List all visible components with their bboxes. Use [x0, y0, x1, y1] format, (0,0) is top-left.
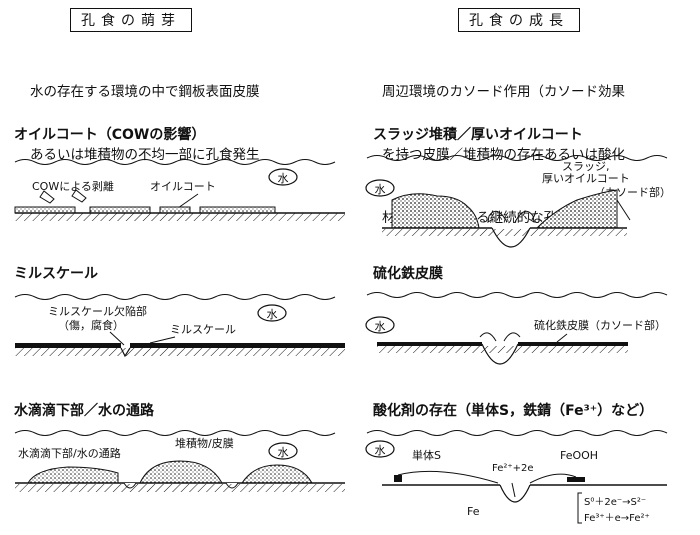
right-intro-line: 周辺環境のカソード作用（カソード効果 [382, 84, 625, 100]
oxidizer-diagram: 水 単体S FeOOH Fe²⁺+2e Fe S⁰＋2e⁻→S²⁻ Fe³⁺＋e… [365, 430, 668, 524]
mill-scale-defect-sub: （傷，腐食） [58, 318, 124, 332]
water-label-oval [365, 440, 395, 458]
left-intro: 水の存在する環境の中で鋼板表面皮膜 あるいは堆積物の不均一部に孔食発生 [30, 40, 260, 187]
left-intro-line: 水の存在する環境の中で鋼板表面皮膜 [30, 84, 260, 100]
corrosion-pit [499, 484, 531, 503]
water-label: 水 [375, 444, 386, 457]
mill-scale-diagram: 水 ミルスケール欠陥部 （傷，腐食） ミルスケール [14, 294, 345, 358]
deposit-layer [241, 464, 313, 484]
iron-sulfide-film [377, 342, 482, 346]
right-header: 孔食の成長 [458, 8, 580, 32]
thick-oil-coat-label: 厚いオイルコート [542, 172, 630, 185]
water-label: 水 [267, 308, 278, 321]
deposit-film-label: 堆積物/皮膜 [175, 436, 234, 450]
water-label: 水 [375, 320, 386, 333]
fe-label: Fe [467, 505, 480, 518]
panel-title-mill-scale: ミルスケール [14, 266, 98, 282]
sludge-deposit [535, 189, 618, 229]
deposit-layer [139, 460, 223, 484]
sulfur-reaction: S⁰＋2e⁻→S²⁻ [584, 497, 646, 508]
feooh-particle [567, 477, 585, 482]
sulfur-particle [394, 475, 402, 482]
water-surface-line [14, 430, 336, 436]
oil-coat-layer [159, 206, 191, 214]
oil-coat-layer [199, 206, 276, 214]
iron-sulfide-film [518, 342, 628, 346]
water-label: 水 [278, 172, 289, 185]
sludge-label: スラッジ, [562, 160, 610, 173]
elemental-sulfur-label: 単体S [412, 448, 441, 462]
panel-title-oxidizer: 酸化剤の存在（単体S，鉄錆（Fe³⁺）など） [373, 403, 654, 419]
water-drip-label: 水滴滴下部/水の通路 [18, 446, 121, 460]
oil-coat-diagram: 水 COWによる剥離 オイルコート [14, 159, 345, 221]
feooh-label: FeOOH [560, 449, 598, 462]
mill-scale-label: ミルスケール [170, 323, 236, 336]
water-label-oval [268, 168, 298, 186]
panel-title-water-drip: 水滴滴下部／水の通路 [14, 403, 154, 419]
steel-hatching [15, 213, 345, 221]
deposit-layer [27, 466, 119, 484]
water-label-oval [365, 179, 395, 197]
water-label: 水 [375, 183, 386, 196]
panel-title-iron-sulfide: 硫化鉄皮膜 [373, 266, 443, 282]
oil-coat-label: オイルコート [150, 180, 216, 193]
left-header: 孔食の萌芽 [70, 8, 192, 32]
sludge-diagram: 水 スラッジ, 厚いオイルコート （カソード部） [365, 155, 671, 248]
mill-scale-layer [15, 343, 121, 348]
panel-title-oil-coat: オイルコート（COWの影響） [14, 127, 206, 143]
left-intro-line: あるいは堆積物の不均一部に孔食発生 [30, 147, 260, 163]
steel-hatching [377, 346, 628, 353]
panel-title-sludge: スラッジ堆積／厚いオイルコート [373, 127, 583, 143]
water-surface-line [366, 155, 668, 161]
water-surface-line [366, 292, 668, 298]
fe2-reaction-label: Fe²⁺+2e [492, 463, 534, 474]
iron-reaction: Fe³⁺＋e→Fe²⁺ [584, 513, 650, 524]
water-surface-line [366, 430, 668, 436]
water-surface-line [14, 294, 336, 300]
water-label-oval [257, 304, 287, 322]
water-drip-diagram: 水 水滴滴下部/水の通路 堆積物/皮膜 [14, 430, 345, 492]
water-label: 水 [278, 446, 289, 459]
oil-coat-layer [14, 206, 76, 214]
sludge-deposit [391, 193, 480, 229]
water-surface-line [14, 159, 336, 165]
cow-peeling-label: COWによる剥離 [32, 179, 114, 193]
oil-coat-layer [89, 206, 151, 214]
mill-scale-defect-label: ミルスケール欠陥部 [48, 304, 147, 318]
iron-sulfide-diagram: 水 硫化鉄皮膜（カソード部） [365, 292, 668, 365]
iron-sulfide-label: 硫化鉄皮膜（カソード部） [534, 318, 666, 332]
steel-hatching [15, 348, 345, 356]
steel-hatching [15, 484, 345, 492]
mill-scale-layer [130, 343, 345, 348]
steel-hatching [382, 229, 627, 236]
water-label-oval [268, 442, 298, 460]
water-label-oval [365, 316, 395, 334]
